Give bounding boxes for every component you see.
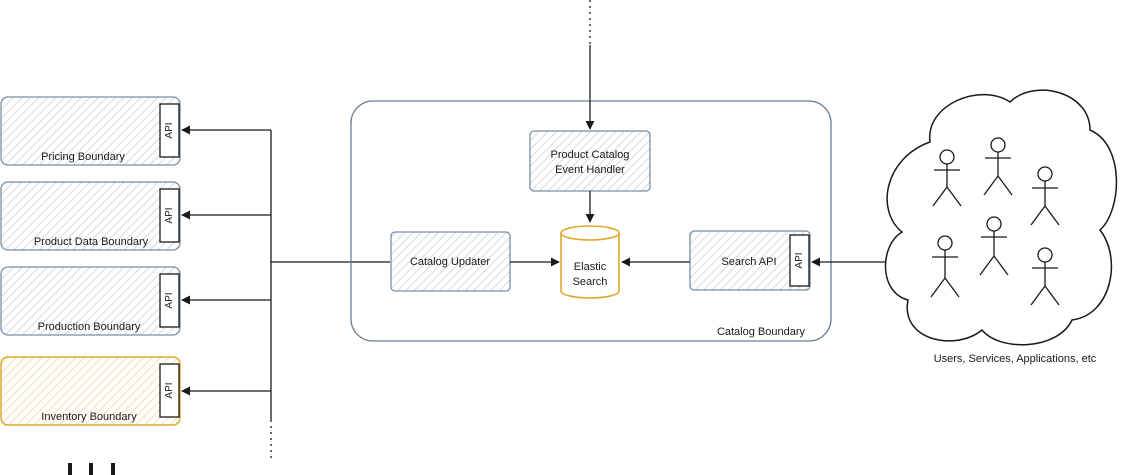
catalog-boundary: Catalog Boundary: [350, 100, 832, 342]
event-handler-box: Product Catalog Event Handler: [529, 130, 651, 192]
actor-icon: [983, 137, 1013, 196]
actor-icon: [1030, 166, 1060, 226]
api-tab: [159, 188, 180, 243]
db-label-line1: Elastic: [574, 261, 607, 273]
api-tab: [159, 363, 180, 418]
api-label: API: [164, 382, 175, 398]
actor-icon: [1030, 247, 1060, 306]
production-boundary-label: Production Boundary: [38, 321, 141, 333]
consumers-label: Users, Services, Applications, etc: [934, 353, 1097, 365]
api-tab: [789, 234, 810, 287]
inventory-boundary: API Inventory Boundary: [0, 356, 181, 426]
actor-icon: [979, 216, 1009, 276]
search-api-box: API Search API: [689, 230, 811, 291]
product-data-boundary-label: Product Data Boundary: [34, 236, 149, 248]
cropped-glyph-marks: [68, 463, 115, 475]
actor-figures: [930, 137, 1060, 306]
pricing-boundary-label: Pricing Boundary: [41, 151, 125, 163]
actor-icon: [930, 235, 960, 298]
api-label: API: [164, 207, 175, 223]
actor-icon: [932, 149, 962, 207]
catalog-boundary-label: Catalog Boundary: [717, 326, 806, 338]
production-boundary: API Production Boundary: [0, 266, 181, 336]
event-handler-label-line2: Event Handler: [555, 164, 625, 176]
api-tab: [159, 273, 180, 328]
consumers-cloud: [884, 89, 1118, 346]
product-data-boundary: API Product Data Boundary: [0, 181, 181, 251]
api-label: API: [164, 122, 175, 138]
elasticsearch-db: Elastic Search: [560, 225, 620, 299]
left-connectors: [181, 125, 390, 462]
api-label: API: [164, 292, 175, 308]
catalog-updater-box: Catalog Updater: [390, 231, 511, 292]
pricing-boundary: API Pricing Boundary: [0, 96, 181, 166]
catalog-updater-label: Catalog Updater: [410, 256, 490, 268]
event-handler-label-line1: Product Catalog: [551, 149, 630, 161]
search-api-label: Search API: [721, 256, 776, 268]
inventory-boundary-label: Inventory Boundary: [41, 411, 137, 423]
api-tab: [159, 103, 180, 158]
db-label-line2: Search: [573, 276, 608, 288]
search-api-tab-label: API: [794, 252, 805, 268]
